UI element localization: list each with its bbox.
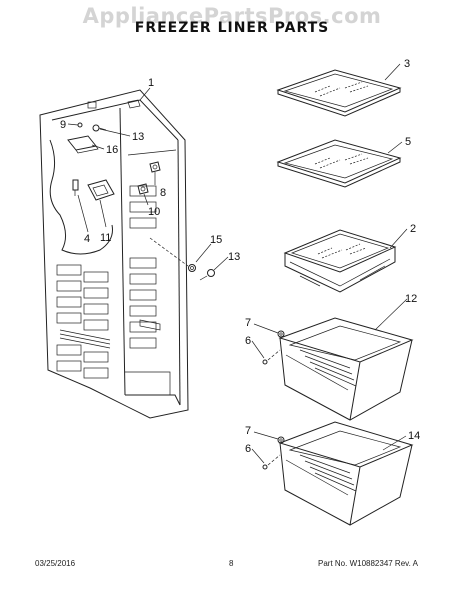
callout-12: 12	[405, 293, 417, 305]
part-16-cover	[67, 135, 99, 154]
page-title: FREEZER LINER PARTS	[134, 20, 330, 36]
drawer-12-hardware	[262, 330, 285, 365]
callout-9: 9	[60, 119, 66, 131]
callout-7-upper: 7	[245, 317, 251, 329]
footer-page-number: 8	[229, 559, 234, 568]
part-8-knob	[149, 161, 161, 173]
footer-date: 03/25/2016	[35, 559, 76, 568]
part-13-bulb	[199, 269, 215, 281]
callout-8: 8	[160, 187, 166, 199]
callout-3: 3	[404, 58, 410, 70]
callout-16: 16	[106, 144, 118, 156]
callout-4: 4	[84, 233, 90, 245]
freezer-drawer-14	[278, 421, 414, 526]
callout-13-top: 13	[132, 131, 144, 143]
part-9-screw	[77, 122, 83, 128]
callout-14: 14	[408, 430, 420, 442]
callout-1: 1	[148, 77, 154, 89]
part-11-light-housing	[87, 179, 115, 201]
glass-shelf-3	[276, 69, 402, 117]
callout-7-lower: 7	[245, 425, 251, 437]
part-13-bulb-top	[92, 124, 107, 132]
callout-11: 11	[100, 232, 111, 244]
callout-5: 5	[405, 136, 411, 148]
drawer-14-hardware	[262, 436, 285, 470]
leader-lines	[67, 63, 408, 464]
callout-13: 13	[228, 251, 240, 263]
watermark: AppliancePartsPros.com	[82, 4, 382, 28]
part-10-knob	[137, 183, 149, 195]
callout-6-upper: 6	[245, 335, 251, 347]
part-15-socket	[188, 264, 196, 272]
callout-10: 10	[148, 206, 160, 218]
callout-2: 2	[410, 223, 416, 235]
callout-6-lower: 6	[245, 443, 251, 455]
callout-15: 15	[210, 234, 222, 246]
part-4-thermistor	[72, 179, 79, 196]
callout-labels: 1 9 13 16 8 10 4 11 15 13 3 5 2 12 7 6 1…	[60, 58, 420, 455]
footer-part-number: Part No. W10882347 Rev. A	[318, 559, 418, 568]
freezer-liner	[39, 89, 189, 419]
freezer-drawer-12	[278, 317, 414, 421]
glass-shelf-5	[276, 139, 402, 188]
glass-shelf-2-with-frame	[283, 229, 397, 293]
